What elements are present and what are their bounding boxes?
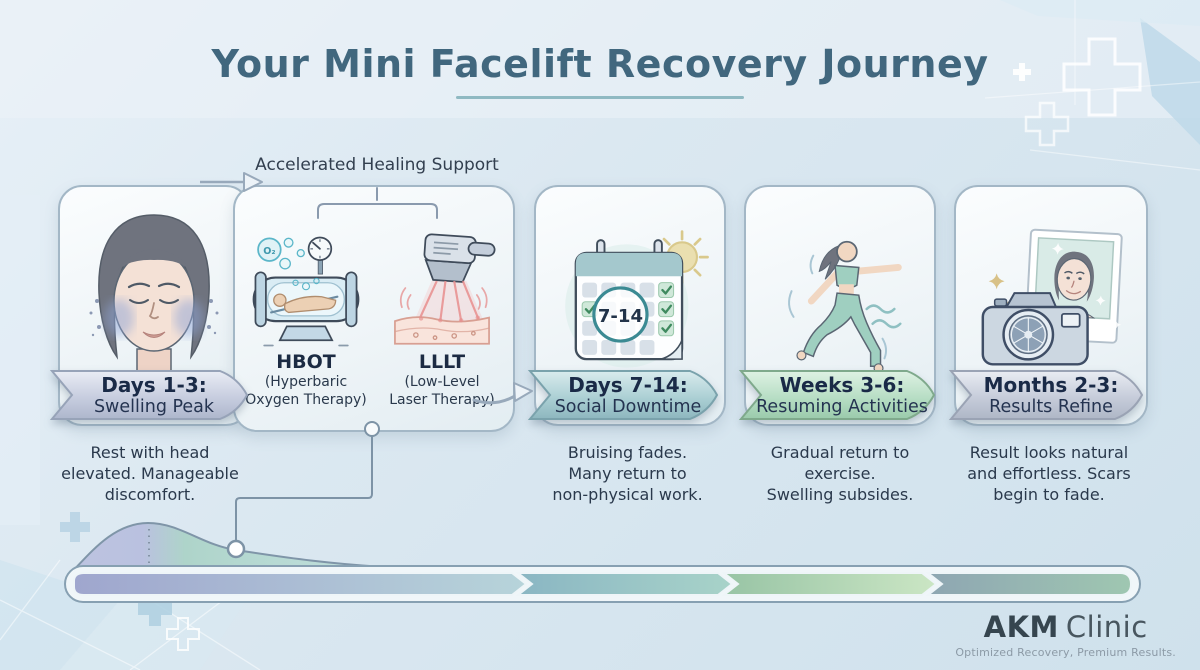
medical-cross-icon <box>166 617 200 651</box>
treatment-lllt: LLLT (Low-Level Laser Therapy) <box>378 227 506 409</box>
swelling-dots <box>89 298 219 336</box>
brand-tagline: Optimized Recovery, Premium Results. <box>955 646 1176 659</box>
exercise-figure-icon <box>788 240 902 373</box>
medical-cross-icon <box>1024 101 1070 147</box>
title-underline <box>456 96 744 99</box>
sparkle-icon <box>1095 295 1106 305</box>
patient-figure <box>273 293 287 307</box>
stage-banner-1: Days 1-3: Swelling Peak <box>46 368 254 426</box>
o2-bubble <box>257 237 282 262</box>
banner-title: Weeks 3-6: <box>779 373 905 398</box>
stage-banner-3: Days 7-14: Social Downtime <box>524 368 724 426</box>
stage-banner-5: Months 2-3: Results Refine <box>945 368 1149 426</box>
banner-title: Days 1-3: <box>101 373 207 398</box>
treatment-abbr-lllt: LLLT <box>418 351 466 373</box>
timeline-segment-1 <box>73 572 528 596</box>
treatment-hbot: O₂ <box>242 227 370 409</box>
timeline-bar <box>64 565 1141 603</box>
swelling-curve-fill <box>68 523 1134 576</box>
aperture-blades <box>1011 316 1046 352</box>
swelling-curve-line <box>67 521 1135 577</box>
stage-description-4: Gradual return to exercise. Swelling sub… <box>766 443 914 504</box>
timeline-segment-2 <box>515 572 734 596</box>
brand-name-strong: AKM <box>983 610 1059 644</box>
banner-subtitle: Social Downtime <box>554 397 702 418</box>
treatment-full-hbot: (Hyperbaric Oxygen Therapy) <box>245 374 367 409</box>
sparkle-icon <box>988 272 1005 289</box>
hbot-chamber-icon: O₂ <box>252 236 360 347</box>
stage-description-5: Result looks natural and effortless. Sca… <box>967 443 1131 504</box>
banner-subtitle: Results Refine <box>989 397 1113 418</box>
stage-description-3: Bruising fades. Many return to non-physi… <box>552 443 703 504</box>
motion-waves <box>865 303 902 328</box>
medical-cross-icon <box>60 512 90 542</box>
page-fold <box>660 339 683 360</box>
connector-node <box>226 539 246 559</box>
leggings <box>802 291 882 367</box>
rear-arm <box>807 269 841 305</box>
sparkle-icon <box>1109 318 1122 331</box>
chamber-base <box>278 325 334 342</box>
facet-shape <box>1000 0 1200 26</box>
treatment-full-lllt: (Low-Level Laser Therapy) <box>389 374 495 409</box>
swelling-left <box>104 298 134 337</box>
treatment-abbr-hbot: HBOT <box>276 351 336 373</box>
support-label: Accelerated Healing Support <box>255 155 499 175</box>
calendar-icon: 7-14 <box>565 229 709 368</box>
stage-description-1: Rest with head elevated. Manageable disc… <box>61 443 239 504</box>
stage-card-2: O₂ <box>233 185 515 432</box>
extended-arm <box>851 263 902 275</box>
ponytail <box>818 244 840 280</box>
checked-cells <box>581 281 675 336</box>
banner-title: Months 2-3: <box>983 373 1119 398</box>
timeline-segment-3 <box>721 572 938 596</box>
facet-shape <box>60 580 260 670</box>
laser-glow <box>414 281 484 322</box>
laser-handpiece <box>423 233 496 283</box>
laser-beams <box>418 280 480 322</box>
sparkle-icon <box>1051 242 1064 255</box>
calendar-range-label: 7-14 <box>598 305 643 326</box>
support-connector-line <box>235 430 373 544</box>
camera-body <box>981 291 1089 366</box>
banner-subtitle: Resuming Activities <box>756 397 928 418</box>
face-swelling-icon <box>89 213 219 405</box>
brand-name-light: Clinic <box>1065 610 1148 644</box>
svg-text:O₂: O₂ <box>263 246 275 257</box>
page-title: Your Mini Facelift Recovery Journey <box>211 42 989 86</box>
medical-cross-icon <box>138 592 172 626</box>
facet-shape <box>0 560 120 670</box>
banner-title: Days 7-14: <box>568 373 688 398</box>
timeline-segment-4 <box>925 572 1133 596</box>
banner-subtitle: Swelling Peak <box>93 397 215 418</box>
swelling-right <box>174 298 204 337</box>
camera-photo-icon <box>981 228 1123 366</box>
stage-banner-4: Weeks 3-6: Resuming Activities <box>735 368 941 426</box>
lllt-laser-icon <box>394 233 496 345</box>
calendar-highlight-circle <box>592 285 649 343</box>
